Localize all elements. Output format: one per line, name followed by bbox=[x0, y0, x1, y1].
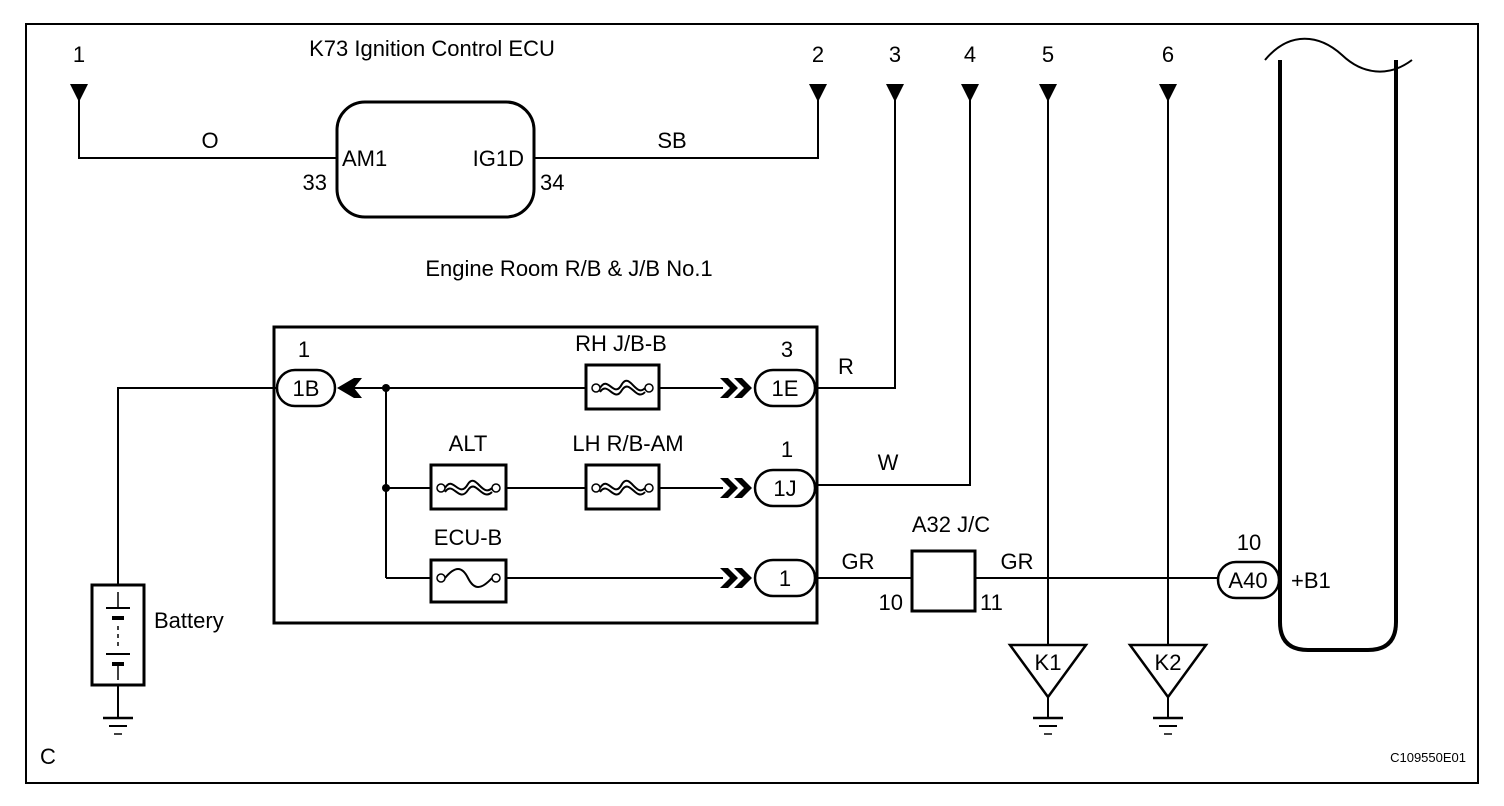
arrow-label-2: 2 bbox=[812, 42, 824, 67]
arrow-label-4: 4 bbox=[964, 42, 976, 67]
arrow-label-5: 5 bbox=[1042, 42, 1054, 67]
wire-label-gr-left: GR bbox=[842, 549, 875, 574]
corner-label: C bbox=[40, 744, 56, 769]
arrow-label-3: 3 bbox=[889, 42, 901, 67]
junction-box bbox=[910, 549, 977, 613]
chevron-1e-icon bbox=[720, 378, 738, 398]
fuse-rh-label: RH J/B-B bbox=[575, 331, 667, 356]
fuse-ecu-b-icon bbox=[444, 568, 493, 588]
fuse-alt-label: ALT bbox=[449, 431, 488, 456]
conn-1j bbox=[753, 468, 817, 508]
fusible-link-lh-icon bbox=[599, 479, 646, 492]
diagram-frame bbox=[25, 23, 1479, 784]
conn-1b-pin: 1 bbox=[298, 337, 310, 362]
conn-1j-label: 1J bbox=[773, 476, 796, 501]
arrow-4-icon bbox=[961, 84, 979, 102]
wire-w bbox=[815, 100, 971, 486]
ground-k2-triangle bbox=[1127, 643, 1209, 700]
wire-label-sb: SB bbox=[657, 128, 686, 153]
arrow-1-icon bbox=[70, 84, 88, 102]
junction-pin-11: 11 bbox=[980, 590, 1003, 615]
fuse-alt-terminal-left bbox=[436, 483, 446, 493]
fusible-link-lh-icon-inner bbox=[599, 485, 646, 496]
fusible-link-rh-icon-inner bbox=[599, 385, 646, 396]
conn-gr-label: 1 bbox=[779, 566, 791, 591]
a40-pin: 10 bbox=[1237, 530, 1261, 555]
arrow-3-icon bbox=[886, 84, 904, 102]
wire-r bbox=[815, 100, 896, 389]
ground-k1-label: K1 bbox=[1035, 650, 1062, 675]
fusible-link-alt-icon-inner bbox=[444, 485, 493, 496]
arrow-label-1: 1 bbox=[73, 42, 85, 67]
arrow-5-icon bbox=[1039, 84, 1057, 102]
fuse-alt-terminal-right bbox=[491, 483, 501, 493]
arrow-2-icon bbox=[809, 84, 827, 102]
arrow-label-6: 6 bbox=[1162, 42, 1174, 67]
figure-code: C109550E01 bbox=[1390, 750, 1466, 765]
chevron-1j-icon bbox=[720, 478, 738, 498]
conn-1b-label: 1B bbox=[293, 376, 320, 401]
fusible-link-alt-icon bbox=[444, 479, 493, 492]
relay-block-box bbox=[272, 325, 819, 625]
conn-1e-label: 1E bbox=[772, 376, 799, 401]
chevron-gr-icon-2 bbox=[734, 568, 752, 588]
fuse-ecu-b-terminal-right bbox=[491, 573, 501, 583]
ecu-box bbox=[335, 100, 536, 219]
fuse-ecu-b-label: ECU-B bbox=[434, 525, 502, 550]
fuse-rh-terminal-left bbox=[591, 383, 601, 393]
wire-label-r: R bbox=[838, 354, 854, 379]
splice-dot-mid bbox=[382, 484, 390, 492]
fuse-rh-terminal-right bbox=[644, 383, 654, 393]
ecu-body-outline bbox=[1278, 60, 1398, 652]
junction-pin-10: 10 bbox=[879, 590, 903, 615]
wire-battery bbox=[117, 387, 277, 585]
a40-terminal: +B1 bbox=[1291, 568, 1331, 593]
ground-k2-label: K2 bbox=[1155, 650, 1182, 675]
relay-block-title: Engine Room R/B & J/B No.1 bbox=[425, 256, 712, 281]
conn-1j-pin: 1 bbox=[781, 437, 793, 462]
splice-dot-top bbox=[382, 384, 390, 392]
junction-label: A32 J/C bbox=[912, 512, 990, 537]
arrow-6-icon bbox=[1159, 84, 1177, 102]
chevron-1j-icon-2 bbox=[734, 478, 752, 498]
ground-k1-icon bbox=[1033, 716, 1063, 735]
battery-label: Battery bbox=[154, 608, 224, 633]
wire-label-gr-right: GR bbox=[1001, 549, 1034, 574]
ecu-title: K73 Ignition Control ECU bbox=[309, 36, 555, 61]
wire-label-o: O bbox=[201, 128, 218, 153]
conn-1e-pin: 3 bbox=[781, 337, 793, 362]
ecu-pin-num-33: 33 bbox=[303, 170, 327, 195]
chevron-1b-icon bbox=[337, 378, 362, 398]
arrow-markers: 1 2 3 4 5 6 bbox=[70, 42, 1177, 102]
ecu-pin-am1: AM1 bbox=[342, 146, 387, 171]
wire-o bbox=[78, 100, 337, 159]
fusible-link-rh-icon bbox=[599, 379, 646, 392]
chevron-gr-icon bbox=[720, 568, 738, 588]
battery-icon bbox=[106, 592, 130, 680]
wire-sb bbox=[534, 100, 819, 159]
fuse-lh-terminal-left bbox=[591, 483, 601, 493]
ground-k2-icon bbox=[1153, 716, 1183, 735]
fuse-lh-label: LH R/B-AM bbox=[572, 431, 683, 456]
chevron-1e-icon-2 bbox=[734, 378, 752, 398]
wire-label-w: W bbox=[878, 450, 899, 475]
ground-k1-triangle bbox=[1007, 643, 1089, 700]
fuse-ecu-b-terminal-left bbox=[436, 573, 446, 583]
ground-battery-icon bbox=[103, 716, 133, 735]
a40-label: A40 bbox=[1228, 568, 1267, 593]
ecu-body-break-icon bbox=[1264, 37, 1413, 73]
fuse-lh-terminal-right bbox=[644, 483, 654, 493]
ecu-pin-ig1d: IG1D bbox=[473, 146, 524, 171]
ecu-pin-num-34: 34 bbox=[540, 170, 564, 195]
